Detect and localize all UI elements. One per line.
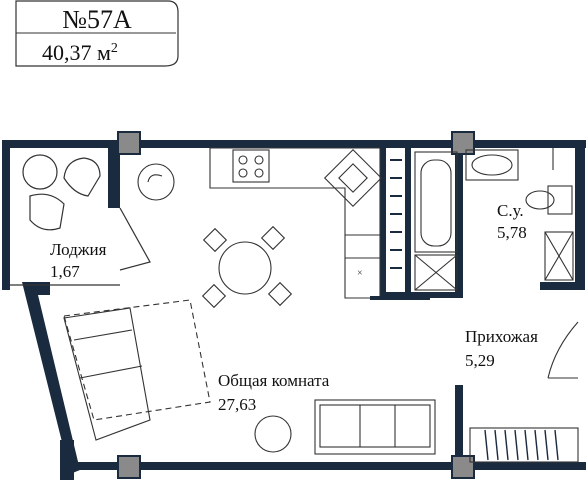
loggia-area: 1,67 bbox=[50, 262, 80, 281]
wall-room-hall bbox=[455, 385, 463, 470]
sofa-icon bbox=[63, 307, 151, 441]
loggia-furniture bbox=[10, 154, 151, 286]
sofa-seat bbox=[319, 404, 431, 448]
stove-burner bbox=[254, 155, 264, 165]
entry-door-swing bbox=[547, 321, 579, 379]
hanger bbox=[544, 429, 549, 461]
hanger bbox=[504, 429, 509, 461]
hanger bbox=[534, 429, 539, 461]
floor-lamp-detail bbox=[147, 174, 163, 183]
loggia-door-swing bbox=[119, 207, 151, 271]
chair-icon bbox=[267, 281, 293, 307]
stove-icon bbox=[232, 149, 270, 183]
sofa-icon bbox=[314, 399, 436, 455]
plant-pot-icon bbox=[22, 154, 58, 190]
chair-icon bbox=[201, 283, 227, 309]
armchair-icon bbox=[63, 157, 101, 197]
wall-bottom bbox=[70, 462, 475, 470]
wall-right bbox=[575, 140, 585, 290]
hanger bbox=[514, 429, 519, 461]
hallway-name: Прихожая bbox=[465, 327, 538, 346]
column-bottom-right bbox=[451, 455, 475, 479]
wall-shaft-right bbox=[405, 148, 411, 296]
area-unit-sup: 2 bbox=[111, 41, 118, 56]
chair-icon bbox=[202, 227, 228, 253]
wall-bottom-left-corner bbox=[60, 440, 74, 480]
hanger bbox=[524, 429, 529, 461]
bed-outline bbox=[63, 299, 211, 421]
svg-text:40,37 м2: 40,37 м2 bbox=[42, 40, 118, 65]
armchair-icon bbox=[29, 193, 65, 231]
wall-left-glazing bbox=[22, 282, 80, 474]
bathroom-area: 5,78 bbox=[497, 223, 527, 242]
apartment-plate: №57А 40,37 м2 bbox=[15, 0, 179, 67]
column-bottom-left bbox=[117, 455, 141, 479]
bathtub-icon bbox=[414, 151, 458, 253]
sofa-cushion-line bbox=[79, 365, 143, 379]
loggia-name: Лоджия bbox=[50, 240, 107, 259]
coffee-table-icon bbox=[254, 415, 292, 453]
washbasin-bowl bbox=[471, 154, 513, 176]
hallway-area: 5,29 bbox=[465, 351, 495, 370]
columns bbox=[117, 131, 475, 479]
floor-lamp-icon bbox=[137, 163, 175, 201]
bathroom-name: С.у. bbox=[497, 201, 524, 220]
kitchen-shelf bbox=[370, 296, 430, 300]
wardrobe bbox=[469, 427, 579, 463]
wall-top-loggia bbox=[2, 140, 122, 148]
shower-tray bbox=[414, 254, 458, 291]
stove-burner bbox=[238, 168, 248, 178]
kitchen: × bbox=[209, 147, 430, 300]
sofa-back-line bbox=[73, 329, 133, 341]
common-room-area: 27,63 bbox=[218, 395, 256, 414]
wall-kitchen-bath bbox=[455, 148, 463, 298]
common-room-name: Общая комната bbox=[218, 371, 330, 390]
table-icon bbox=[218, 241, 272, 295]
walls bbox=[2, 140, 586, 480]
room-labels: Лоджия 1,67 С.у. 5,78 Прихожая 5,29 Обща… bbox=[50, 201, 538, 414]
wall-top bbox=[122, 140, 586, 148]
hallway bbox=[469, 321, 579, 463]
hanger bbox=[494, 429, 499, 461]
bathtub-inner bbox=[420, 159, 452, 247]
toilet-bowl bbox=[525, 190, 555, 210]
bath-storage-cross bbox=[544, 231, 574, 281]
sink-icon bbox=[323, 148, 383, 208]
apartment-number: №57А bbox=[62, 5, 132, 34]
column-top-right bbox=[451, 131, 475, 155]
bathroom bbox=[414, 148, 574, 291]
sink-bowl bbox=[338, 163, 368, 193]
apartment-area: 40,37 м bbox=[42, 40, 111, 65]
plate-frame bbox=[15, 0, 179, 67]
bath-storage bbox=[544, 231, 574, 281]
wall-hall-bottom bbox=[455, 462, 586, 470]
wall-bath-bottom bbox=[540, 282, 585, 290]
stove-burner bbox=[238, 155, 248, 165]
wall-shaft-bottom bbox=[380, 292, 463, 298]
wardrobe-hangers bbox=[484, 429, 559, 461]
wall-loggia-partition bbox=[108, 148, 120, 208]
washbasin-icon bbox=[465, 149, 519, 181]
kitchen-counter bbox=[209, 147, 381, 299]
shower-cross bbox=[414, 254, 458, 291]
toilet-icon bbox=[547, 185, 573, 215]
stove-burner bbox=[254, 168, 264, 178]
common-room-furniture bbox=[63, 163, 436, 455]
wall-shaft-left bbox=[380, 148, 386, 296]
column-top-left bbox=[117, 131, 141, 155]
hanger bbox=[554, 429, 559, 461]
fridge-mark: × bbox=[357, 268, 363, 279]
chair-icon bbox=[260, 225, 286, 251]
wall-left-loggia bbox=[2, 140, 10, 290]
hanger bbox=[484, 429, 489, 461]
shafts bbox=[390, 159, 402, 269]
